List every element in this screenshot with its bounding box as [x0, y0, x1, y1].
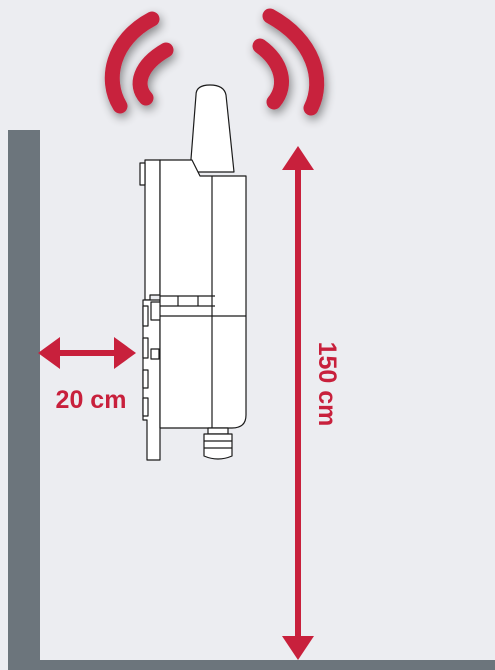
horizontal-arrow-head-left	[38, 337, 60, 369]
mounting-bracket	[144, 159, 161, 301]
vertical-height-arrow	[282, 146, 314, 660]
plate-tab-1	[142, 305, 149, 327]
wall-surface	[8, 130, 495, 670]
wireless-sensor-device-icon	[139, 84, 247, 461]
horizontal-arrow-head-right	[114, 337, 136, 369]
cable-gland-top	[207, 427, 229, 435]
plate-tab-4	[142, 397, 149, 417]
device-housing	[159, 159, 247, 429]
signal-wave-left-outer	[104, 11, 160, 114]
distance-from-wall-label: 20 cm	[56, 386, 127, 414]
cable-gland	[203, 433, 233, 460]
horizontal-distance-arrow	[38, 337, 136, 369]
plate-tab-2	[142, 337, 149, 359]
vertical-arrow-head-top	[282, 146, 314, 170]
signal-wave-right-inner	[252, 38, 289, 110]
wireless-signal-icon	[104, 8, 325, 116]
signal-wave-left-inner	[132, 42, 174, 106]
signal-wave-right-outer	[262, 8, 325, 116]
plate-slot-1	[150, 348, 160, 360]
antenna	[189, 84, 235, 173]
mounting-height-label: 150 cm	[313, 342, 341, 427]
plate-tab-3	[142, 369, 149, 389]
vertical-arrow-head-bottom	[282, 636, 314, 660]
bracket-tab-top	[139, 162, 146, 186]
